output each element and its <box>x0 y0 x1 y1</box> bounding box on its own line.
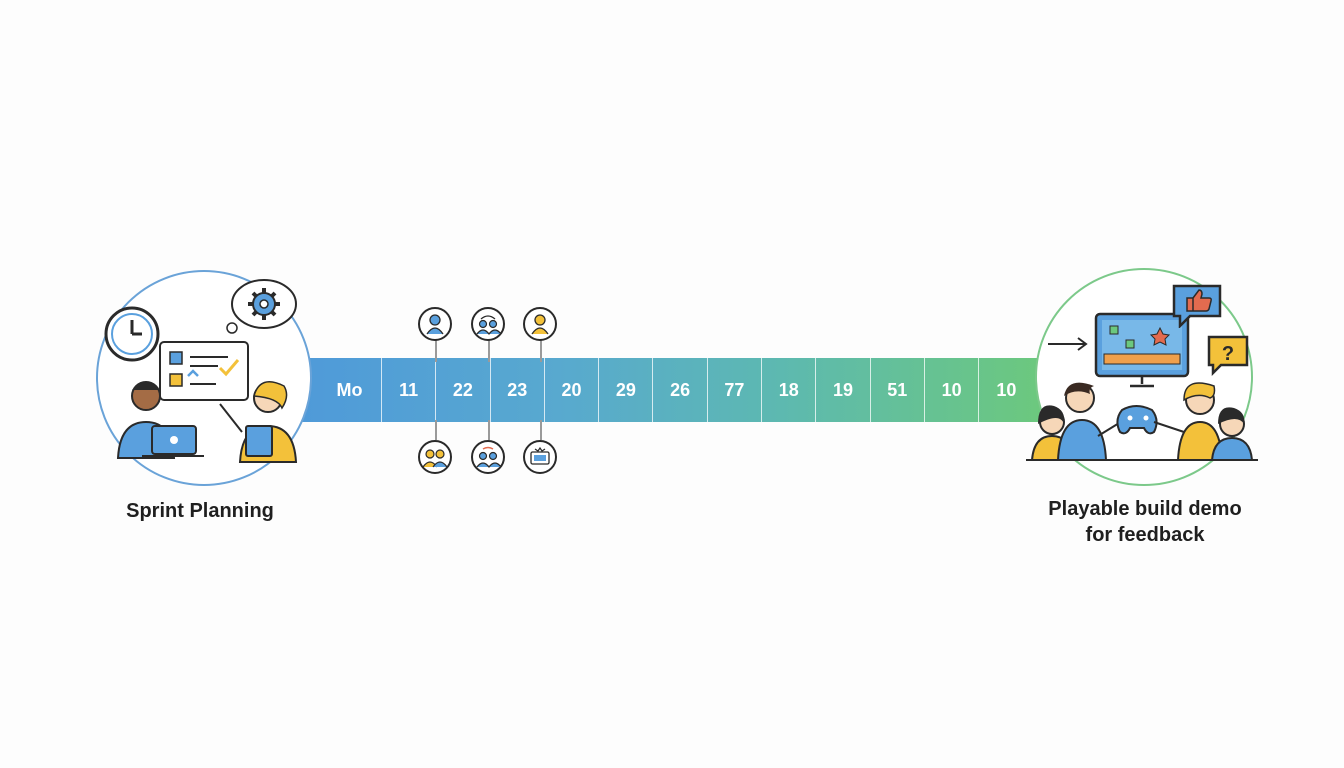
milestone-connector <box>435 340 437 362</box>
milestone-connector <box>540 340 542 362</box>
end-label-line2: for feedback <box>1085 524 1205 546</box>
person-avatar-icon <box>426 314 444 335</box>
milestone-connector <box>435 420 437 440</box>
timeline-cell: 11 <box>382 358 437 422</box>
timeline-cell: 29 <box>599 358 654 422</box>
team-sync-icon <box>476 446 502 468</box>
person-avatar-icon <box>531 314 549 335</box>
timeline-cell: 22 <box>436 358 491 422</box>
timeline-cell: Mo <box>300 358 382 422</box>
milestone-avatar <box>471 440 505 474</box>
two-people-icon <box>422 449 448 468</box>
milestone-avatar <box>523 440 557 474</box>
timeline-cell: 23 <box>491 358 545 422</box>
question-mark-icon: ? <box>1207 335 1249 377</box>
timeline-bar: Mo 11 22 23 20 29 26 77 18 19 51 10 10 <box>300 358 1040 422</box>
svg-text:?: ? <box>1222 343 1234 365</box>
timeline-cell: 26 <box>653 358 708 422</box>
milestone-connector <box>540 420 542 440</box>
timeline-cell: 77 <box>708 358 763 422</box>
timeline-cell: 10 <box>925 358 980 422</box>
timeline-cell: 51 <box>871 358 925 422</box>
clock-icon <box>104 306 160 362</box>
planning-team-icon <box>116 381 298 463</box>
end-label: Playable build demo for feedback <box>1020 496 1270 548</box>
start-label: Sprint Planning <box>126 500 274 522</box>
gear-thought-bubble-icon <box>226 279 297 334</box>
end-label-line1: Playable build demo <box>1048 498 1242 520</box>
timeline-cell: 19 <box>816 358 871 422</box>
milestone-connector <box>488 420 490 440</box>
game-monitor-icon <box>1094 312 1190 388</box>
milestone-avatar <box>471 307 505 341</box>
thumbs-up-icon <box>1172 284 1222 328</box>
timeline-cell: 20 <box>545 358 600 422</box>
timeline-cell: 18 <box>762 358 817 422</box>
pair-sync-icon <box>476 315 502 335</box>
milestone-avatar <box>418 440 452 474</box>
arrow-right-icon <box>1048 337 1088 351</box>
milestone-avatar <box>523 307 557 341</box>
milestone-avatar <box>418 307 452 341</box>
game-screen-icon <box>530 446 550 465</box>
milestone-connector <box>488 340 490 362</box>
feedback-team-icon <box>1026 382 1258 461</box>
timeline-cell: 10 <box>996 379 1017 400</box>
